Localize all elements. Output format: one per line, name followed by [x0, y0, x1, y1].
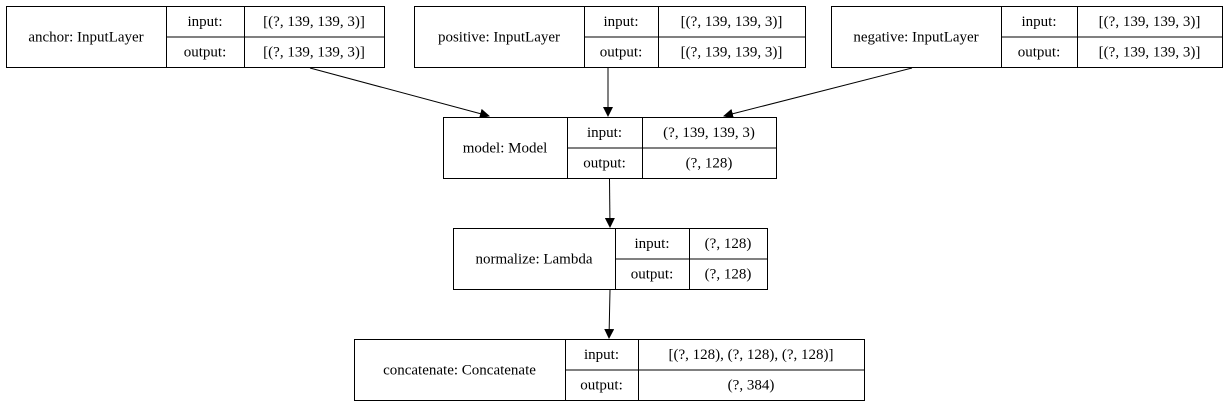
output-shape: (?, 128)	[705, 267, 752, 283]
input-shape: [(?, 139, 139, 3)]	[1099, 14, 1201, 30]
input-label: input:	[634, 236, 669, 252]
input-shape: [(?, 128), (?, 128), (?, 128)]	[669, 347, 834, 363]
output-shape: [(?, 139, 139, 3)]	[1099, 45, 1201, 61]
node-name: normalize: Lambda	[475, 252, 592, 268]
output-label: output:	[631, 267, 674, 283]
node-normalize: normalize: Lambda input: (?, 128) output: (?…	[453, 228, 768, 290]
node-name: anchor: InputLayer	[28, 30, 143, 46]
output-label: output:	[600, 45, 643, 61]
node-name: negative: InputLayer	[853, 30, 978, 46]
input-label: input:	[603, 14, 638, 30]
output-shape: (?, 128)	[686, 156, 733, 172]
nodes: anchor: InputLayer input: [(?, 139, 139, 3…	[6, 6, 1223, 401]
output-label: output:	[580, 378, 623, 394]
edge-negative-to-model	[723, 67, 913, 119]
output-label: output:	[1018, 45, 1061, 61]
input-shape: [(?, 139, 139, 3)]	[263, 14, 365, 30]
node-positive: positive: InputLayer input: [(?, 139, 139,…	[414, 6, 806, 68]
edge-normalize-to-concatenate	[604, 289, 615, 339]
node-name: model: Model	[463, 141, 548, 157]
node-negative: negative: InputLayer input: [(?, 139, 139,…	[831, 6, 1223, 68]
node-anchor: anchor: InputLayer input: [(?, 139, 139, 3…	[6, 6, 385, 68]
edges	[309, 67, 913, 339]
input-shape: [(?, 139, 139, 3)]	[681, 14, 783, 30]
output-label: output:	[583, 156, 626, 172]
input-label: input:	[187, 14, 222, 30]
input-shape: (?, 139, 139, 3)	[663, 125, 755, 141]
node-name: positive: InputLayer	[438, 30, 560, 46]
edge-anchor-to-model	[309, 67, 490, 119]
node-name: concatenate: Concatenate	[383, 363, 536, 379]
edge-model-to-normalize	[604, 178, 615, 228]
input-shape: (?, 128)	[705, 236, 752, 252]
node-concatenate: concatenate: Concatenate input: [(?, 128),…	[354, 339, 865, 401]
node-model: model: Model input: (?, 139, 139, 3) output…	[443, 117, 777, 179]
output-label: output:	[184, 45, 227, 61]
input-label: input:	[584, 347, 619, 363]
output-shape: [(?, 139, 139, 3)]	[681, 45, 783, 61]
output-shape: [(?, 139, 139, 3)]	[263, 45, 365, 61]
input-label: input:	[587, 125, 622, 141]
output-shape: (?, 384)	[728, 378, 775, 394]
input-label: input:	[1021, 14, 1056, 30]
